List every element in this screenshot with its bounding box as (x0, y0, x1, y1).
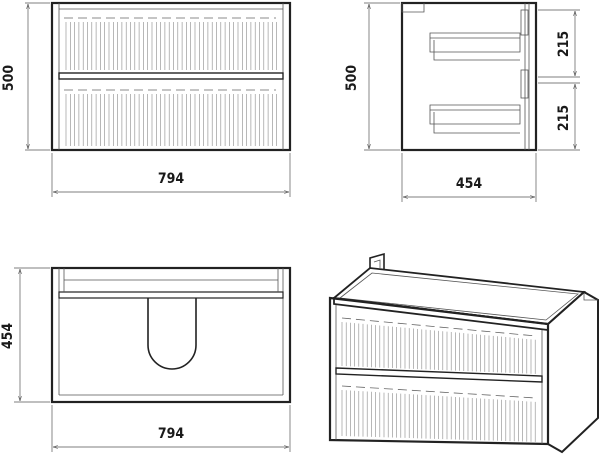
front-width-label: 794 (158, 171, 185, 187)
top-depth-label: 454 (0, 323, 16, 350)
top-view: 454 794 (0, 266, 292, 452)
side-depth-label: 454 (456, 176, 483, 192)
front-drawer-bottom-flutes (65, 94, 278, 146)
iso-drawer-top-flutes (341, 322, 536, 374)
front-height-label: 500 (1, 65, 17, 92)
top-width-label: 794 (158, 426, 185, 442)
side-height-label: 500 (344, 65, 360, 92)
front-view: 500 794 (1, 1, 292, 197)
front-drawer-top-flutes (65, 22, 278, 70)
side-view: 500 215 215 454 (344, 1, 580, 202)
iso-drawer-bottom-flutes (341, 390, 536, 442)
isometric-view (328, 252, 599, 454)
side-upper-drawer-label: 215 (556, 31, 572, 57)
side-lower-drawer-label: 215 (556, 105, 572, 131)
